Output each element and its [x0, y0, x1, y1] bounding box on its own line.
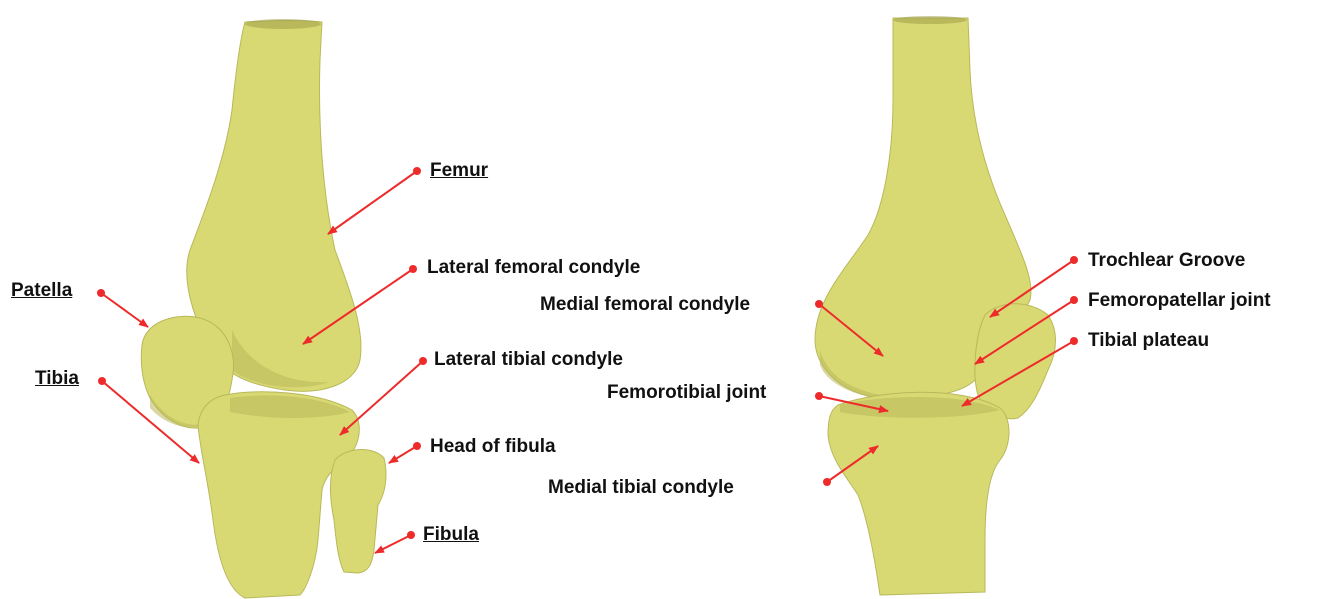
arrow-femur [328, 167, 421, 234]
tibia-medial-shape [828, 392, 1009, 595]
left-knee-model [141, 19, 386, 598]
label-femur: Femur [430, 160, 488, 182]
label-femoropatellar-joint: Femoropatellar joint [1088, 290, 1271, 312]
label-trochlear-groove: Trochlear Groove [1088, 250, 1245, 272]
label-medial-tibial-condyle: Medial tibial condyle [548, 477, 734, 499]
arrow-head-of-fibula [389, 442, 421, 463]
label-lateral-femoral-condyle: Lateral femoral condyle [427, 257, 640, 279]
arrow-patella [97, 289, 148, 327]
label-lateral-tibial-condyle: Lateral tibial condyle [434, 349, 623, 371]
fibula-shape [330, 450, 386, 573]
label-medial-femoral-condyle: Medial femoral condyle [540, 294, 750, 316]
label-patella: Patella [11, 280, 72, 302]
label-femorotibial-joint: Femorotibial joint [607, 382, 766, 404]
label-fibula: Fibula [423, 524, 479, 546]
right-knee-model [815, 16, 1056, 595]
label-tibial-plateau: Tibial plateau [1088, 330, 1209, 352]
label-head-of-fibula: Head of fibula [430, 436, 556, 458]
arrow-fibula [375, 531, 415, 553]
label-tibia: Tibia [35, 368, 79, 390]
